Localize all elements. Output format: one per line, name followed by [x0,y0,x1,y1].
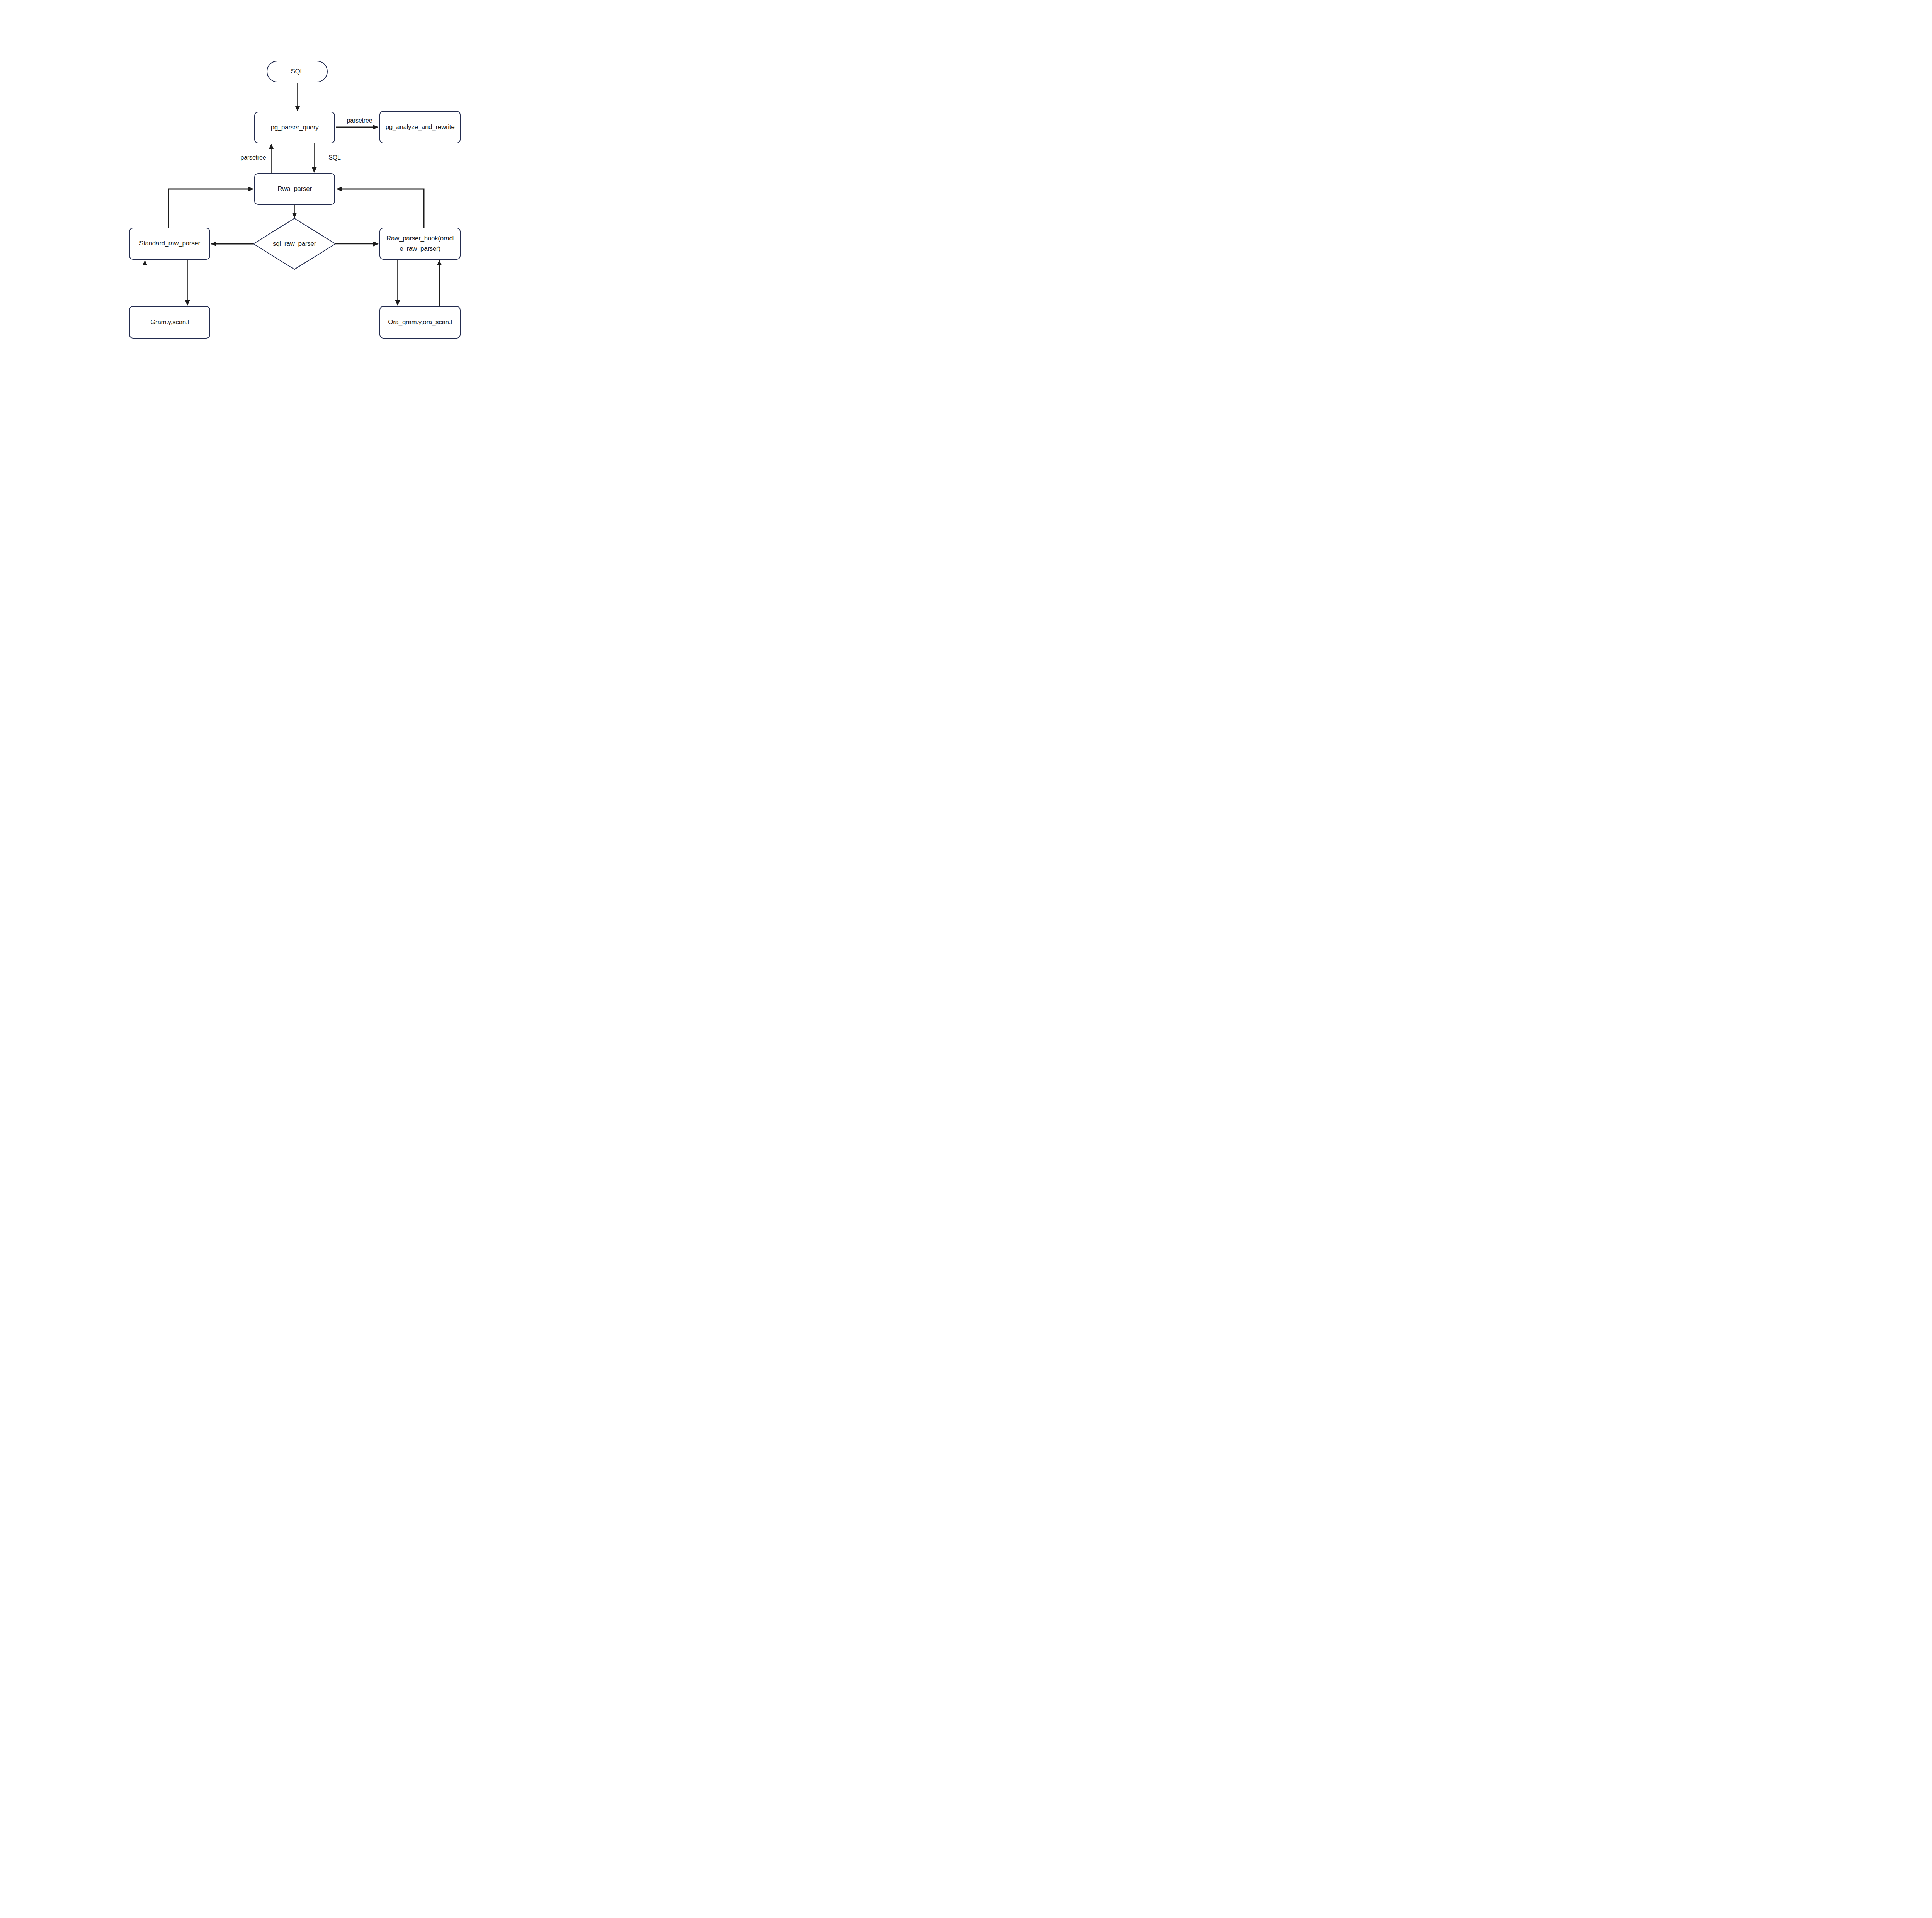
edge-standard-to-rwa [168,189,253,228]
edge-label-sql-down: SQL [325,154,344,162]
edge-label-parsetree-left: parsetree [237,154,270,162]
edge-hook-to-rwa [337,189,424,228]
flowchart-canvas: SQL pg_parser_query pg_analyze_and_rewri… [0,0,597,422]
node-gram-scan: Gram.y,scan.l [129,306,210,339]
node-ora-gram-scan: Ora_gram.y,ora_scan.l [379,306,461,339]
node-rwa-parser: Rwa_parser [254,173,335,205]
node-pg-parser-query: pg_parser_query [254,112,335,143]
node-pg-analyze-and-rewrite: pg_analyze_and_rewrite [379,111,461,143]
node-sql-terminator: SQL [267,61,328,82]
edge-label-parsetree-top: parsetree [343,117,376,124]
node-raw-parser-hook: Raw_parser_hook(oracle_raw_parser) [379,228,461,260]
node-sql-raw-parser-diamond: sql_raw_parser [257,221,332,267]
node-standard-raw-parser: Standard_raw_parser [129,228,210,260]
